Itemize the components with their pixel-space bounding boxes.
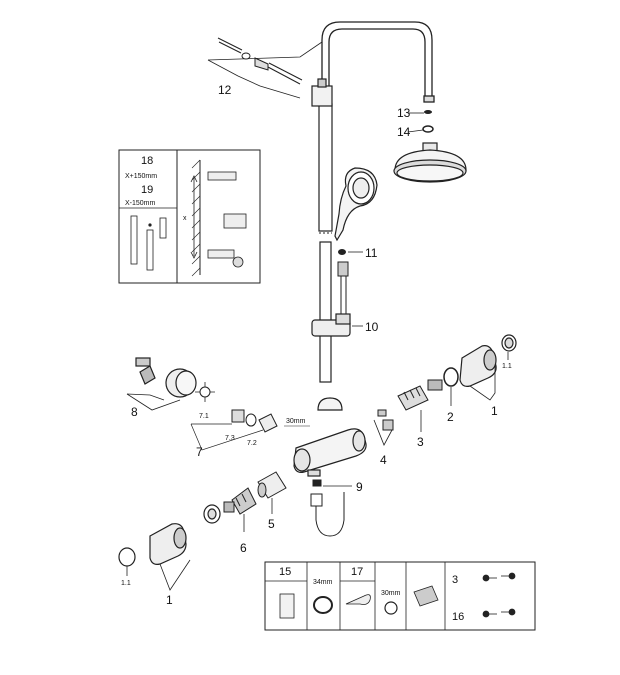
pipe-dimension-30mm: 30mm (286, 418, 306, 425)
callout-13: 13 (397, 106, 411, 120)
callout-7-2: 7.2 (247, 440, 257, 447)
wall-anchor-set-12 (207, 37, 323, 99)
callout-8: 8 (131, 405, 138, 419)
tools-and-spares-strip: 15 34mm 17 30mm 3 16 (264, 561, 536, 631)
tool-dim-30mm: 30mm (381, 590, 401, 597)
callout-14: 14 (397, 125, 411, 139)
inset-item-19: 19 (141, 184, 153, 196)
callout-10: 10 (365, 320, 379, 334)
adapter-4 (377, 409, 394, 431)
inset-item-18: 18 (141, 155, 153, 167)
ring-2 (443, 367, 459, 387)
overhead-shower-arm (321, 21, 435, 103)
check-valve-set-7 (195, 382, 278, 433)
inset-label-19: X-150mm (125, 200, 156, 207)
rain-shower-head (393, 142, 467, 183)
outlet-nut-9 (310, 479, 323, 507)
riser-rail (311, 78, 333, 383)
callout-12: 12 (218, 83, 232, 97)
callout-7: 7 (196, 445, 203, 459)
tool-item-3: 3 (452, 574, 458, 586)
tool-item-17: 17 (351, 566, 363, 578)
inset-x-mark: x (183, 215, 187, 222)
callout-1-right: 1 (491, 404, 498, 418)
callout-6: 6 (240, 541, 247, 555)
tool-item-15: 15 (279, 566, 291, 578)
cap-1-1-left (118, 547, 136, 567)
callout-4: 4 (380, 453, 387, 467)
height-extension-inset: 18 X+150mm 19 X-150mm x (118, 149, 261, 284)
washer-14 (422, 125, 434, 133)
inset-label-18: X+150mm (125, 173, 157, 180)
callout-5: 5 (268, 517, 275, 531)
tool-item-16: 16 (452, 611, 464, 623)
callout-7-3: 7.3 (225, 435, 235, 442)
callout-1-left: 1 (166, 593, 173, 607)
hand-shower (334, 167, 378, 242)
callout-3: 3 (417, 435, 424, 449)
hose-washer-11 (338, 249, 346, 255)
callout-1-1-left: 1.1 (121, 580, 131, 587)
washer-13 (424, 110, 432, 114)
shower-hose (337, 261, 349, 316)
callout-9: 9 (356, 480, 363, 494)
callout-11: 11 (365, 246, 378, 260)
cartridge-3 (397, 379, 443, 411)
flange-8 (135, 357, 197, 398)
cartridge-6 (223, 487, 257, 515)
shower-slider-10 (311, 313, 351, 337)
thermostat-mixer-body (293, 397, 367, 477)
connector-5 (257, 471, 287, 499)
handle-1-right (459, 345, 497, 387)
callout-1-1-right: 1.1 (502, 363, 512, 370)
cap-1-1-right (501, 334, 517, 352)
callout-2: 2 (447, 410, 454, 424)
tool-dim-34mm: 34mm (313, 579, 333, 586)
handle-1-left (149, 504, 221, 565)
callout-7-1: 7.1 (199, 413, 209, 420)
